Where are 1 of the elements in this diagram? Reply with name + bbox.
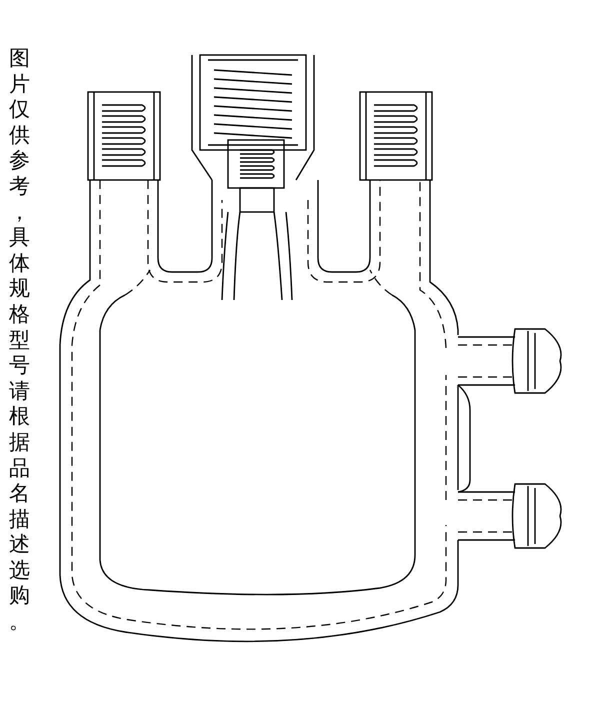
note-text: 图片仅供参考，具体规格型号请根据品名描述选购。 bbox=[9, 46, 31, 635]
